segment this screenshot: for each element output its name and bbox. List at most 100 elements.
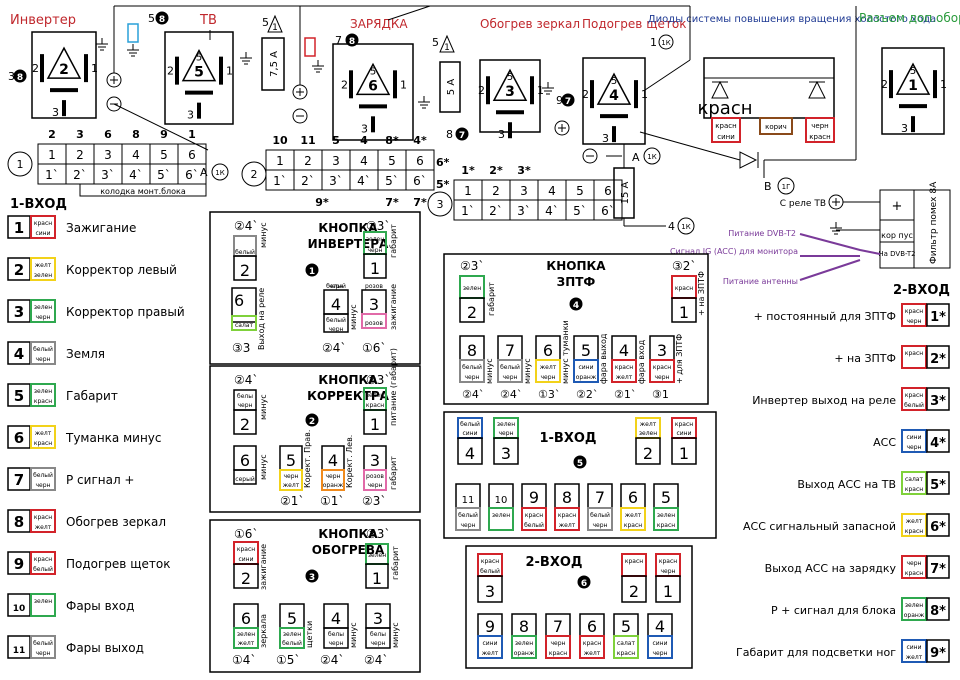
vhod1-color-tag [30,509,56,533]
wire-color-label: сини [482,640,497,647]
button-zptf-panel [443,253,709,405]
wire [113,103,209,151]
wire-color-label: черн [371,640,386,647]
filter-name: Фильтр помех 8А [929,181,939,264]
ground-icon [542,82,554,95]
btn2-title: КОРРЕКТРА [307,389,390,403]
pin-label: 2 [881,78,888,91]
btn4-pin-number: 6 [543,341,553,360]
wire-color-label: сини [906,434,921,441]
btn2-pin-tag [321,469,345,491]
purple-wire [799,259,861,281]
block5-pin-box [635,437,661,465]
ground-icon [240,52,252,65]
pin-label: 2 [32,62,39,75]
brush-ref: 9 [556,94,563,107]
btn2-pin-number: 4 [328,451,338,470]
pin-label: 5 [611,76,617,87]
block5-pin-number: 4 [465,444,475,463]
btn1-pin-number: 6 [234,291,244,310]
btn1-pin6-box [231,287,257,323]
connector-c3: 11`22`33`44`55`66` [453,179,623,221]
vhod1-color-tag [30,635,56,659]
ak1-label: 1К [215,169,224,177]
wire-color-label: красн [34,440,52,447]
btn2-ref: ②3` [362,494,386,508]
wire-color-label: красн [657,522,675,529]
btn4-pin-label: фара выход [599,333,608,384]
connector-2-top: 11 [300,134,315,147]
wire-color-label: черн [36,356,51,363]
btn3-ref: ②4` [320,653,344,667]
btn4-pin-tag [459,359,485,383]
btn4-pin-label: + для ЗПТФ [675,334,684,384]
btn4-pin-number: 8 [467,341,477,360]
wire-color-label: белый [524,522,544,529]
wire-color-label: белый [904,402,924,409]
connector-pin: 4` [545,204,559,218]
wire-color-label: сини [676,430,691,437]
brush-ref-badge: 7 [565,97,571,107]
block5-pin-number: 11 [462,495,475,506]
btn4-pin-label: минус [523,358,532,384]
wire [644,59,691,91]
wire-color-label: красн [558,512,576,519]
fuse [439,61,461,113]
wire-color-label: зелен [905,602,923,609]
vhod2-num: 5* [930,478,946,493]
vhod2-color-tag [901,471,927,495]
vhod2-num: 4* [930,436,946,451]
wire-color-label: белый [500,364,520,371]
btn3-pin-tag [279,627,305,649]
wire-color-label: красн [481,558,499,565]
connector-pin: 6` [413,174,427,188]
relay-number: 3 [505,84,515,100]
pin-label: 3 [52,106,59,119]
wire-color-label: розов [366,473,384,480]
vhod2-num-box [926,303,950,327]
vhod1-num: 1 [14,219,24,237]
vhod1-label: Р сигнал + [66,473,135,487]
brush-ref1: 1 [650,36,657,49]
ak3-ref: А [632,151,640,164]
connector-2-id-label: 2 [251,168,258,181]
wire-color-label: белый [33,472,53,479]
block5-pin-number: 2 [643,444,653,463]
vhod2-num-box [926,429,950,453]
charge-switch [304,37,316,57]
vhod1-num: 3 [14,303,24,321]
wire-color-label: оранж [514,650,535,657]
block5-pin-number: 6 [628,488,638,507]
wire-color-label: красн [366,402,384,409]
vhod1-label: Корректор правый [66,305,185,319]
btn2-pin-label: минус [259,454,268,480]
block6-badge [577,575,591,589]
btn3-pin-label: щетки [305,621,314,648]
wire-color-label: красн [34,556,52,563]
connector-1-top: 1 [188,128,196,141]
block5-pin-number: 9 [529,488,539,507]
vhod2-num: 9* [930,646,946,661]
connector-pin: 6` [601,204,615,218]
connector-3-top: 3* [517,164,531,177]
relay-triangle [895,62,931,95]
block5-pin-number: 10 [495,495,508,506]
b-ref-label: 1Г [782,183,791,191]
b-ref-circle [777,177,795,195]
vhod1-title: 1-ВХОД [10,197,67,212]
vhod2-color-tag [901,597,927,621]
diode-tag-3 [805,117,835,143]
vhod2-num-box [926,345,950,369]
vhod1-num: 2 [14,261,24,279]
r4-label: 1К [681,223,690,231]
mirror-ref-badge: 7 [459,131,465,141]
wire-color-label: зелен [639,430,657,437]
